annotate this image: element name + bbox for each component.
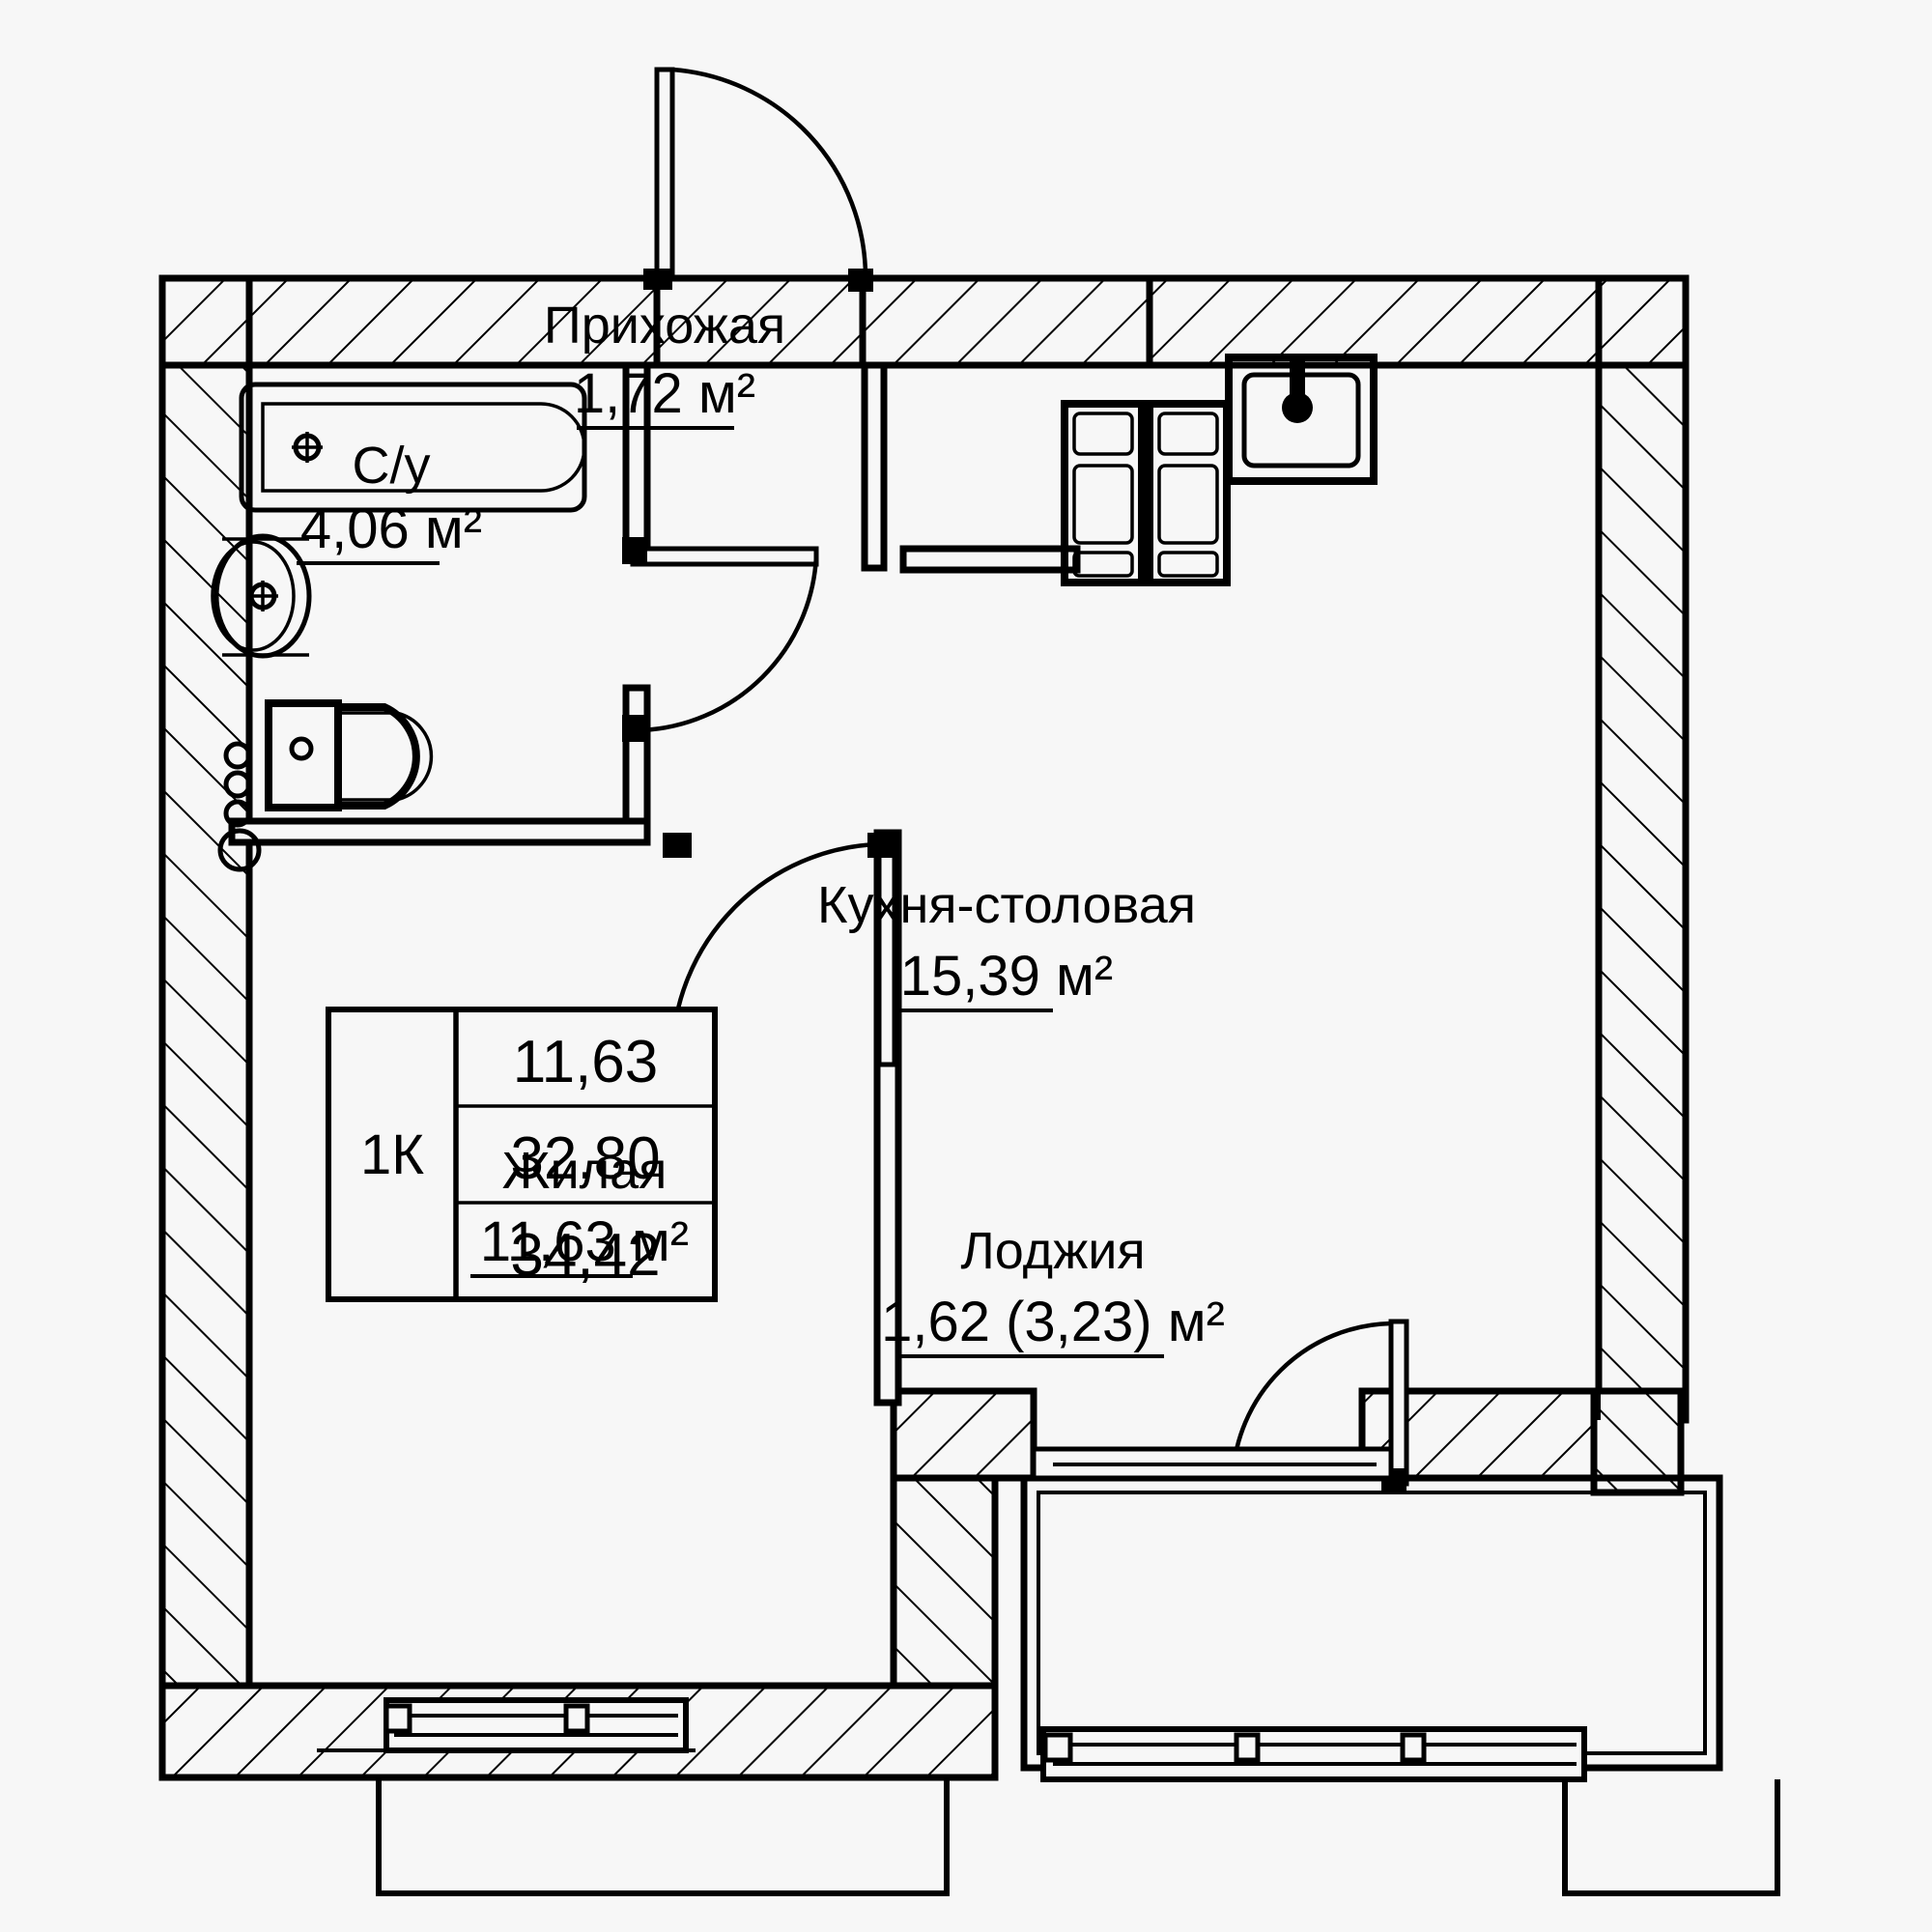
living-area: 11,63 м² bbox=[480, 1210, 689, 1273]
loggia-boundary bbox=[1020, 1474, 1723, 1772]
bathroom-area: 4,06 м² bbox=[300, 497, 482, 560]
wall-right-upper bbox=[1595, 361, 1690, 1424]
bathroom-door-jamb-top bbox=[622, 537, 647, 564]
exterior-walls bbox=[158, 274, 1690, 1781]
room-label-loggia: Лоджия 1,62 (3,23) м² bbox=[881, 1222, 1225, 1358]
room-label-living: Жилая 11,63 м² bbox=[470, 1142, 689, 1278]
kitchen-area: 15,39 м² bbox=[900, 945, 1113, 1008]
entrance-door-jamb-right bbox=[848, 269, 873, 292]
bathroom-door-leaf bbox=[630, 546, 819, 567]
kitchen-name: Кухня-столовая bbox=[817, 876, 1196, 934]
appliance-icon-right bbox=[1146, 400, 1231, 586]
toilet-tank bbox=[265, 699, 342, 811]
loggia-window-icon bbox=[1040, 1726, 1780, 1896]
riser-pipe-3 bbox=[223, 799, 252, 828]
bathroom-name: С/у bbox=[353, 437, 431, 495]
sink-drain-cross bbox=[247, 581, 278, 611]
partition-hall-ledge bbox=[899, 545, 1081, 574]
living-window-mullion-left bbox=[384, 1703, 412, 1734]
riser-pipe-4 bbox=[217, 828, 262, 872]
toilet-flush-mark bbox=[289, 736, 314, 761]
bathroom-door-icon bbox=[622, 537, 819, 742]
living-door-jamb-top bbox=[867, 833, 896, 858]
entrance-door-swing-arc bbox=[671, 67, 868, 277]
appliance-right-top-drawer bbox=[1157, 412, 1219, 456]
room-label-kitchen: Кухня-столовая 15,39 м² bbox=[817, 876, 1196, 1012]
living-room-window-icon bbox=[317, 1697, 950, 1896]
kitchen-sink-drain bbox=[1282, 392, 1313, 423]
bathroom-door-swing-arc bbox=[640, 555, 819, 733]
appliance-right-bottom-drawer bbox=[1157, 551, 1219, 578]
area-table-value-without-loggia: 32,80 bbox=[510, 1125, 660, 1192]
wall-corner-top-left bbox=[158, 274, 253, 369]
wall-loggia-nub-left bbox=[890, 1387, 1037, 1482]
loggia-inner-line bbox=[1037, 1491, 1707, 1755]
hallway-area: 1,72 м² bbox=[574, 362, 755, 425]
loggia-window-mullion-1 bbox=[1042, 1732, 1073, 1763]
bathroom-door-jamb-bottom bbox=[622, 715, 647, 742]
partition-bath-bottom bbox=[228, 817, 651, 846]
hallway-name: Прихожая bbox=[544, 297, 785, 355]
pipe-riser-icon bbox=[217, 741, 262, 872]
wall-corner-top-right bbox=[1595, 274, 1690, 369]
living-name: Жилая bbox=[502, 1142, 668, 1200]
appliance-left-top-drawer bbox=[1072, 412, 1134, 456]
room-outlines bbox=[249, 363, 1601, 1688]
living-window-frame bbox=[384, 1697, 689, 1753]
area-table-value-living: 11,63 bbox=[513, 1029, 659, 1095]
loggia-door-swing-arc bbox=[1230, 1321, 1392, 1481]
appliance-left-door bbox=[1072, 464, 1134, 545]
bathtub-icon bbox=[239, 382, 587, 513]
loggia-area: 1,62 (3,23) м² bbox=[881, 1291, 1225, 1353]
loggia-window-outer-sill bbox=[1562, 1779, 1780, 1896]
loggia-door-icon bbox=[1031, 1319, 1409, 1493]
entrance-door-icon bbox=[643, 67, 873, 292]
loggia-window-mullion-3 bbox=[1400, 1732, 1427, 1763]
appliance-icon-left bbox=[1061, 400, 1146, 586]
loggia-outline bbox=[1020, 1474, 1723, 1772]
wall-left bbox=[158, 278, 253, 1690]
riser-pipe-2 bbox=[223, 770, 252, 799]
living-door-jamb-left bbox=[663, 833, 692, 858]
area-table: 1К 11,63 32,80 34,42 bbox=[326, 1007, 718, 1302]
living-window-mullion-mid bbox=[563, 1703, 590, 1734]
toilet-bowl-inner bbox=[338, 711, 434, 802]
bathtub-inner bbox=[261, 402, 586, 493]
sink-icon bbox=[211, 533, 312, 659]
appliance-left-body bbox=[1061, 400, 1146, 586]
bathtub-drain-cross bbox=[292, 432, 323, 463]
area-table-type-cell: 1К bbox=[360, 1123, 424, 1186]
loggia-name: Лоджия bbox=[960, 1222, 1145, 1280]
loggia-window-frame bbox=[1040, 1726, 1587, 1782]
sink-basin-inner bbox=[211, 540, 296, 652]
appliance-right-body bbox=[1146, 400, 1231, 586]
appliance-right-door bbox=[1157, 464, 1219, 545]
riser-pipe-1 bbox=[223, 741, 252, 770]
partition-hall-right bbox=[861, 361, 888, 572]
toilet-icon bbox=[265, 699, 434, 811]
kitchen-sink-icon bbox=[1225, 354, 1378, 485]
loggia-window-mullion-2 bbox=[1234, 1732, 1261, 1763]
living-window-outer-sill bbox=[376, 1777, 950, 1896]
room-label-hallway: Прихожая 1,72 м² bbox=[544, 297, 785, 430]
appliance-left-bottom-drawer bbox=[1072, 551, 1134, 578]
entrance-door-jamb-left bbox=[643, 269, 672, 290]
room-label-bathroom: С/у 4,06 м² bbox=[297, 437, 482, 565]
area-table-border bbox=[326, 1007, 718, 1302]
entrance-door-leaf bbox=[654, 67, 675, 281]
wall-top-mid bbox=[859, 274, 1153, 369]
